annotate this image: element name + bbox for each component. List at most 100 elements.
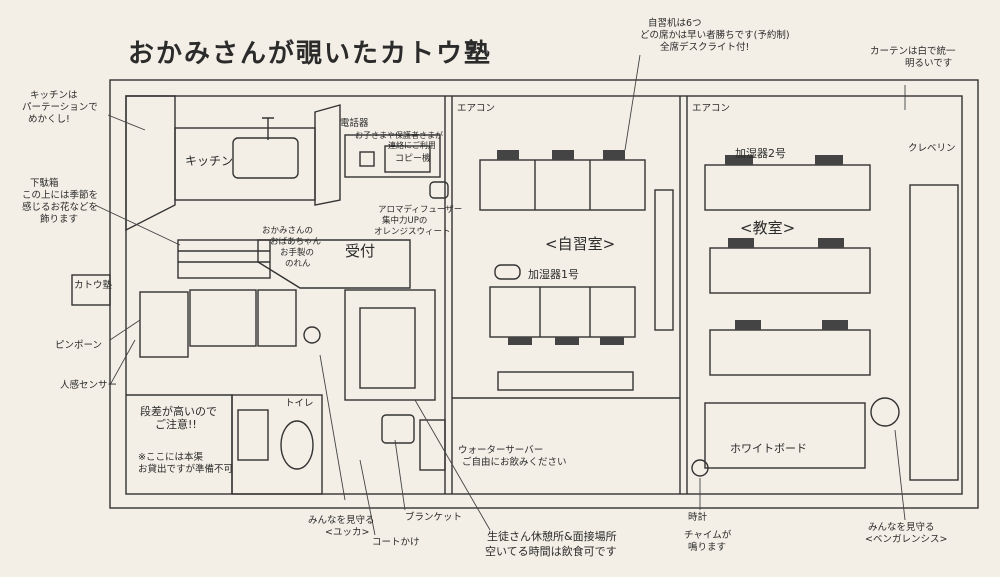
water-server-icon [419, 419, 446, 471]
note-water-2: ご自由にお飲みください [462, 457, 567, 468]
leader-line [109, 319, 141, 341]
note-books: ※ここには本渠 [138, 452, 203, 463]
kitchen-screen [314, 104, 341, 206]
chair [725, 155, 753, 165]
leader-line [359, 459, 376, 536]
note-aroma-3: オレンジスウィート [374, 227, 451, 237]
benjamin-plant-icon [870, 397, 900, 427]
note-phone: 電話器 [340, 118, 369, 129]
study-mat [497, 371, 634, 391]
note-lounge-2: 空いてる時間は飲食可です [485, 545, 617, 558]
entrance-mat [189, 289, 257, 347]
note-noren-4: のれん [285, 259, 311, 269]
chair [735, 320, 761, 330]
shoe-box [177, 239, 271, 279]
note-yucca-2: <ユッカ> [325, 527, 370, 538]
leader-line [94, 204, 181, 246]
note-step-2: ご注意!! [155, 418, 197, 431]
note-curtain: カーテンは白で統一 [870, 46, 956, 57]
note-phone-2: お子さまや保護者さまが [355, 131, 443, 140]
copier-box [384, 145, 431, 173]
yucca-plant-icon [303, 326, 321, 344]
outer-wall-inner [125, 95, 963, 495]
phone-desk [344, 134, 441, 178]
humidifier-1-icon [494, 264, 521, 280]
note-step: 段差が高いので [140, 405, 217, 418]
page-title: おかみさんが覗いたカトウ塾 [128, 39, 493, 69]
whiteboard-label: ホワイトボード [730, 442, 807, 455]
note-kitchen: キッチンは [30, 90, 78, 101]
kitchen-sink [232, 137, 299, 179]
aircon-1: エアコン [457, 103, 496, 114]
toilet-icon [280, 420, 314, 470]
umbrella-stand [257, 289, 297, 347]
kitchen-partition [125, 95, 176, 232]
leader-line [107, 114, 146, 131]
note-kitchen-3: めかくし! [28, 114, 70, 125]
toilet-room [231, 394, 323, 495]
note-benjamin: みんなを見守る [868, 522, 935, 533]
leader-line [894, 429, 906, 521]
room-copier: コピー機 [395, 154, 432, 164]
chair [600, 337, 624, 345]
note-books-2: お貸出ですが準備不可 [138, 464, 234, 475]
clock-icon [691, 459, 709, 477]
study-desk-row-1 [479, 159, 646, 211]
note-benjamin-2: <ベンガレンシス> [865, 534, 948, 545]
lounge-table [359, 307, 416, 389]
note-lounge: 生徒さん休憩所&面接場所 [487, 530, 617, 543]
note-noren-3: お手製の [280, 248, 315, 258]
room-classroom: <教室> [740, 219, 796, 237]
toilet-tank [237, 409, 269, 461]
leader-line [109, 339, 136, 386]
class-desk-3 [709, 329, 871, 376]
lounge-table-frame [344, 289, 436, 401]
leader-line [319, 354, 346, 501]
phone-icon [359, 151, 375, 167]
humidifier-2-label: 加湿器2号 [735, 147, 786, 160]
chair [555, 337, 579, 345]
study-desk-row-2 [489, 286, 636, 338]
curtain-area [909, 184, 959, 481]
chair [508, 337, 532, 345]
whiteboard-icon [704, 402, 866, 469]
sign-board [71, 274, 111, 306]
blanket-basket [381, 414, 415, 444]
aircon-2: エアコン [692, 103, 731, 114]
leader-line [624, 54, 641, 151]
note-noren-2: おばあちゃん [270, 237, 322, 247]
note-noren: おかみさんの [262, 226, 314, 236]
note-shoe-box-3: 感じるお花などを [22, 202, 99, 213]
room-toilet: トイレ [285, 398, 314, 409]
note-blanket: ブランケット [405, 512, 463, 523]
note-coat: コートかけ [372, 537, 420, 548]
leader-line [414, 399, 491, 531]
note-phone-3: 連絡にご利用 [388, 141, 436, 150]
note-shoe-box-4: 飾ります [40, 214, 79, 225]
note-aroma-2: 集中力UPの [382, 216, 428, 226]
chair [818, 238, 844, 248]
class-desk-2 [709, 247, 871, 294]
note-chime: ピンポーン [55, 340, 103, 351]
note-clock-3: 鳴ります [688, 542, 727, 553]
chair [815, 155, 843, 165]
reception-counter [257, 239, 411, 289]
leader-line [394, 439, 406, 511]
note-shoe-box-2: この上には季節を [22, 190, 99, 201]
note-desk-light: 全席デスクライト付! [660, 42, 750, 53]
note-aroma: アロマディフューザー [378, 205, 463, 215]
kitchen-faucet [262, 117, 274, 140]
chair [552, 150, 574, 160]
note-curtain-2: 明るいです [905, 58, 953, 69]
room-reception: 受付 [345, 242, 376, 260]
chair [822, 320, 848, 330]
note-seats: 自習机は6つ [648, 18, 702, 29]
note-water: ウォーターサーバー [458, 445, 544, 456]
outer-wall-outer [109, 79, 979, 509]
note-yucca: みんなを見守る [308, 515, 375, 526]
class-desk-1 [704, 164, 871, 211]
note-clock: 時計 [688, 512, 708, 523]
chair [603, 150, 625, 160]
